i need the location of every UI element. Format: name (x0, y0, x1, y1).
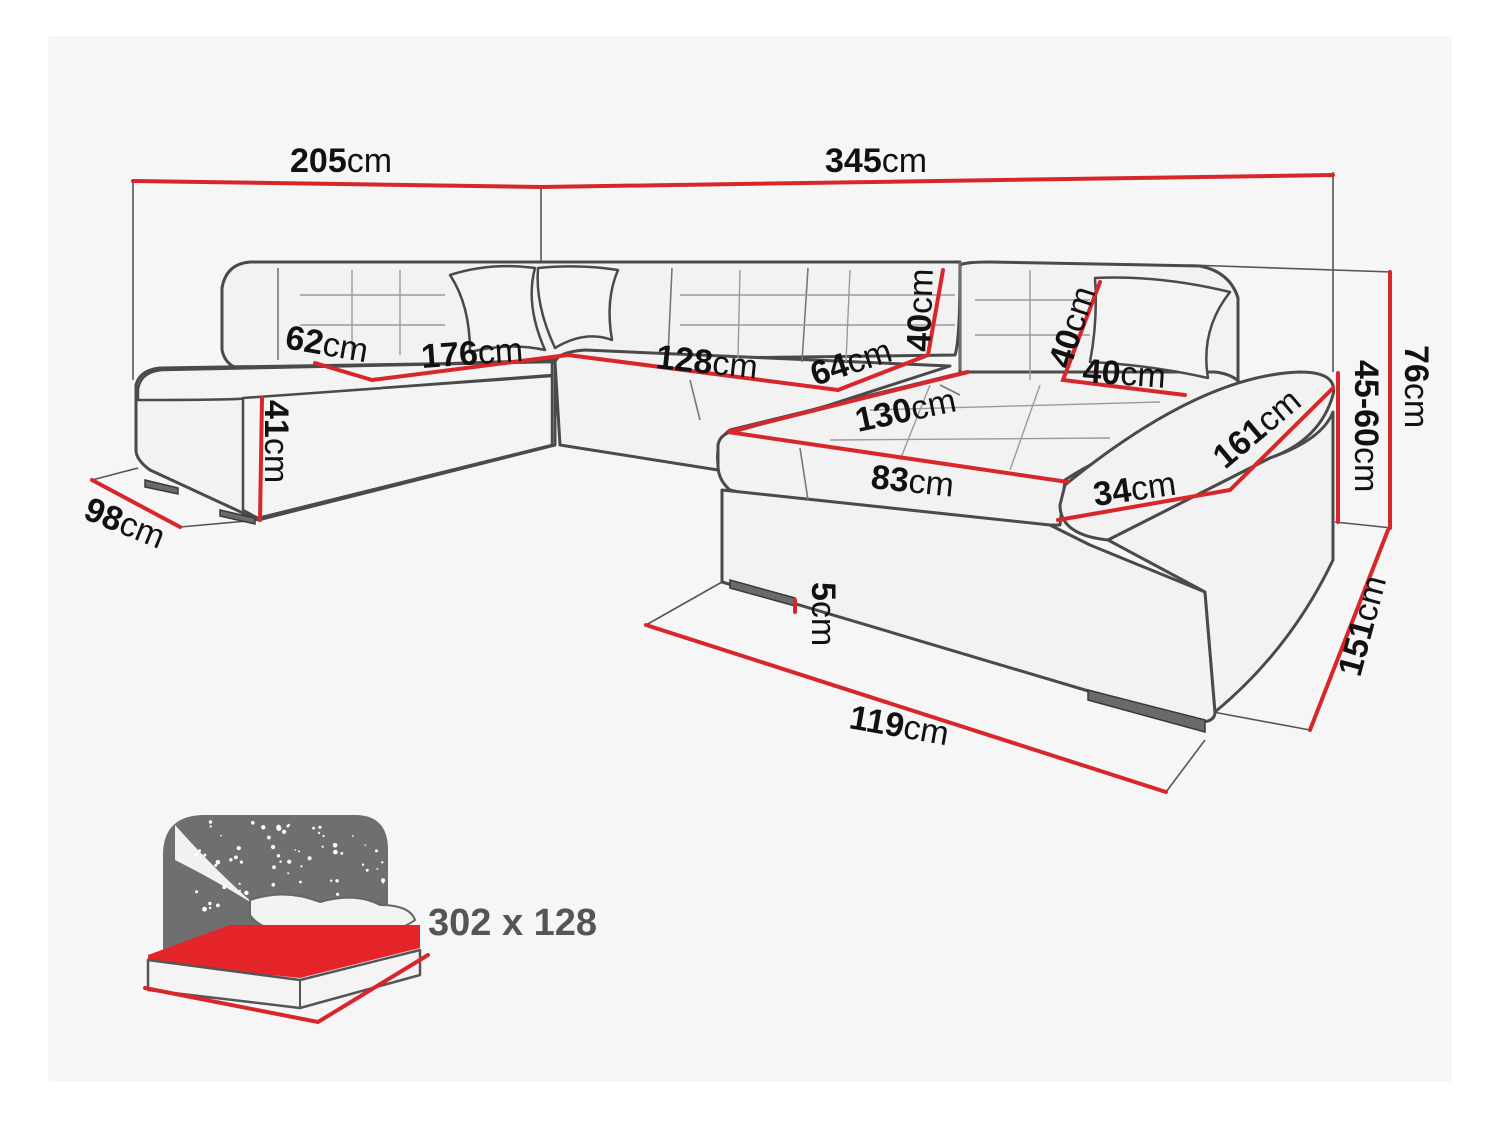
label-seat-width-left: 176cm (420, 331, 524, 376)
star (287, 872, 290, 875)
label-total-height: 76cm (1397, 345, 1435, 428)
star (267, 835, 271, 840)
label-armrest-width: 34cm (1091, 465, 1179, 514)
label-seat-height: 41cm (257, 400, 295, 483)
label-depth-left: 98cm (79, 490, 170, 556)
star (261, 825, 266, 830)
star (236, 846, 241, 851)
label-seat-depth-left: 62cm (283, 318, 371, 370)
star (307, 856, 312, 861)
star (229, 858, 233, 862)
star (294, 849, 297, 851)
star (271, 882, 276, 887)
sleeping-area-label: 302 x 128 (428, 902, 597, 944)
label-chaise-length: 130cm (852, 381, 960, 439)
star (276, 854, 281, 858)
star (214, 863, 218, 867)
star (300, 865, 303, 868)
star (238, 882, 241, 885)
star (297, 850, 300, 853)
star (381, 861, 384, 864)
star (209, 825, 212, 828)
star (286, 824, 290, 828)
label-seat-width-middle: 128cm (654, 338, 759, 386)
star (208, 901, 212, 906)
bed-night-icon: 302 x 128 (143, 815, 597, 1025)
label-depth-right-front: 119cm (847, 698, 952, 753)
star (251, 821, 255, 825)
star (382, 881, 385, 884)
corner-sofa (134, 260, 1336, 733)
star (336, 892, 340, 896)
label-headrest-height: 45-60cm (1347, 360, 1385, 492)
star (215, 859, 221, 865)
star (322, 834, 325, 838)
star (216, 903, 220, 908)
star (332, 843, 338, 848)
star (333, 849, 338, 855)
star (317, 831, 321, 835)
star (318, 825, 322, 829)
label-width-left: 205cm (290, 142, 392, 180)
label-chaise-width: 83cm (869, 458, 956, 504)
star (381, 878, 386, 883)
star (282, 829, 287, 835)
star (335, 879, 339, 883)
star (276, 824, 281, 830)
star (202, 906, 207, 912)
star (239, 860, 243, 864)
star (312, 826, 315, 830)
star (208, 906, 212, 910)
star (287, 859, 292, 864)
star (375, 849, 378, 853)
star (365, 868, 369, 872)
star (351, 835, 354, 837)
label-backrest-height: 40cm (900, 268, 941, 352)
star (340, 852, 344, 855)
star (272, 865, 276, 870)
star (321, 845, 324, 848)
star (220, 834, 222, 837)
star (299, 880, 302, 884)
star (203, 853, 207, 857)
star (195, 890, 199, 894)
star (244, 890, 249, 895)
label-cushion-width: 40cm (1081, 352, 1167, 396)
star (234, 855, 238, 860)
star (279, 860, 282, 863)
dimension-lines (90, 173, 1392, 794)
star (376, 868, 379, 870)
star (330, 879, 333, 882)
star (364, 844, 367, 846)
star (208, 820, 213, 824)
guide-lines (91, 172, 1393, 793)
star (271, 844, 276, 850)
star (361, 863, 365, 866)
label-depth-right: 151cm (1331, 572, 1394, 680)
label-leg-height: 5cm (804, 582, 842, 646)
label-width-total: 345cm (825, 142, 927, 180)
